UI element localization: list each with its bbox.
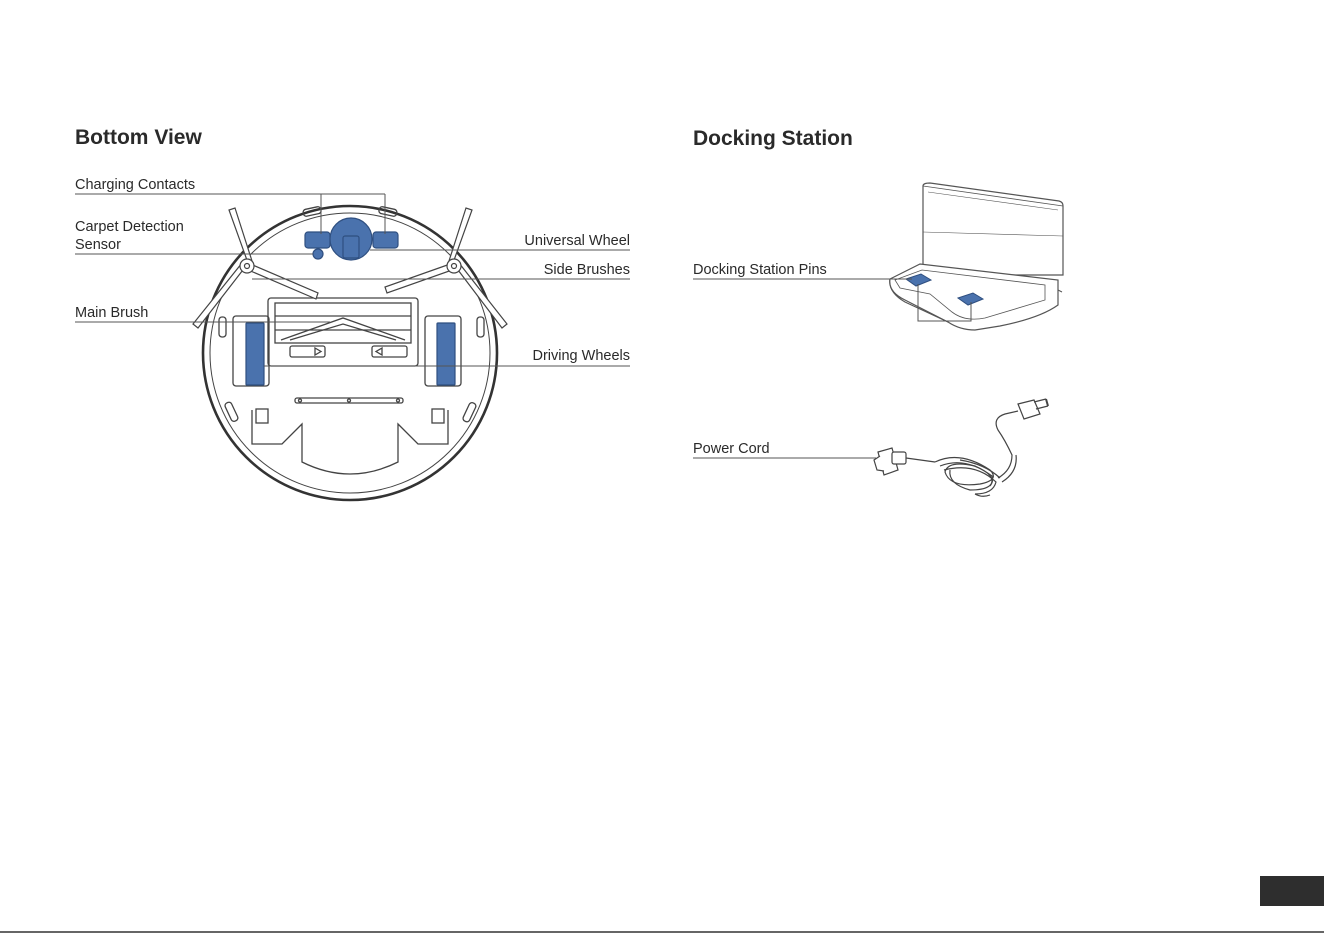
driving-wheel-right [437,323,455,385]
power-cord-illustration [874,399,1048,496]
driving-wheel-left [246,323,264,385]
charging-contact-right [373,232,398,248]
side-brush-left [193,208,318,328]
carpet-sensor [313,249,323,259]
docking-station-illustration [890,183,1063,330]
page-number-tab [1260,876,1324,906]
charging-contact-left [305,232,330,248]
side-brush-right [385,208,507,328]
robot-blue-parts [246,218,455,385]
